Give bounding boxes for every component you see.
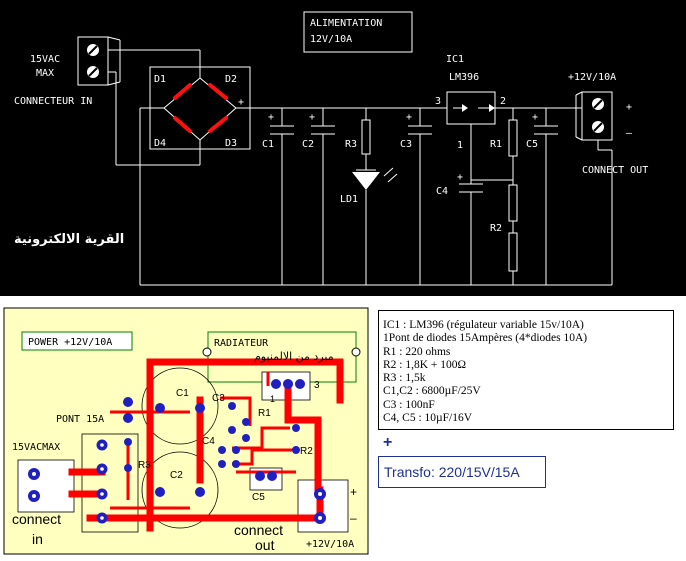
watermark-arabic: القرية الالكترونية [14, 232, 124, 247]
pcb-connect-in-2: in [32, 531, 43, 547]
diode-d4 [173, 116, 192, 133]
ic-name: IC1 [446, 54, 464, 65]
pcb-c4-label: C4 [202, 436, 215, 447]
pcb-output-label: +12V/10A [306, 539, 354, 550]
cap-plus-c2: + [309, 112, 315, 123]
cap-plus-c4: + [457, 172, 463, 183]
led-diode [352, 172, 380, 190]
pcb-out-plus: + [350, 485, 357, 499]
pcb-radiator-label: RADIATEUR [214, 338, 269, 349]
bridge-outline [81, 433, 139, 533]
c2-label: C2 [302, 139, 314, 150]
pcb-out-minus: – [350, 511, 357, 525]
output-plus: + [626, 102, 632, 113]
pcb-input-label: 15VACMAX [12, 442, 60, 453]
pcb-bridge-label: PONT 15A [56, 414, 104, 425]
input-connector [77, 36, 109, 86]
pin2-label: 2 [500, 96, 506, 107]
connect-out-label: CONNECT OUT [582, 165, 648, 176]
title-line-2: 12V/10A [310, 34, 352, 45]
c4-label: C4 [436, 186, 448, 197]
output-voltage-label: +12V/10A [568, 72, 616, 83]
d2-label: D2 [225, 74, 237, 85]
parts-list-line: R3 : 1,5k [383, 372, 426, 385]
input-max-label: MAX [36, 68, 54, 79]
connector-in-label: CONNECTEUR IN [14, 96, 92, 107]
schematic-diagram: ALIMENTATION 12V/10A 15VAC MAX CONNECTEU… [0, 0, 686, 296]
pcb-layout: POWER +12V/10A RADIATEUR مبرد من الالمني… [3, 307, 369, 555]
pcb-connect-in-1: connect [12, 511, 61, 527]
bridge-plus: + [238, 97, 244, 108]
r3-label: R3 [345, 139, 357, 150]
diode-d1 [173, 83, 192, 100]
radiator-hole-left [202, 347, 212, 357]
pcb-r2-label: R2 [300, 446, 313, 457]
parts-list-line: R2 : 1,8K + 100Ω [383, 358, 467, 371]
pcb-pin1-label: 1 [270, 394, 275, 404]
parts-list-line: 1Pont de diodes 15Ampères (4*diodes 10A) [383, 332, 588, 345]
power-label-box [21, 331, 133, 351]
parts-list-line: C3 : 100nF [383, 398, 435, 411]
output-minus: – [626, 128, 633, 139]
led-label: LD1 [340, 194, 358, 205]
input-connector-outline [17, 459, 75, 513]
d4-label: D4 [154, 138, 166, 149]
output-connector [581, 91, 613, 141]
pcb-c1-label: C1 [176, 388, 189, 399]
d1-label: D1 [154, 74, 166, 85]
input-voltage-label: 15VAC [30, 54, 60, 65]
d3-label: D3 [225, 138, 237, 149]
parts-list-line: C1,C2 : 6800µF/25V [383, 385, 481, 398]
c3-label: C3 [400, 139, 412, 150]
pcb-connect-out-2: out [255, 537, 275, 553]
c1-label: C1 [262, 139, 274, 150]
cap-plus-c5: + [532, 112, 538, 123]
pin1-label: 1 [457, 140, 463, 151]
parts-list: IC1 : LM396 (régulateur variable 15v/10A… [378, 310, 674, 430]
pcb-c5-label: C5 [252, 492, 265, 503]
pcb-connect-out-1: connect [234, 522, 283, 538]
pcb-pin3-label: 3 [314, 380, 320, 391]
diode-d2 [208, 83, 228, 100]
pcb-radiator-arabic: مبرد من الالمنيوم [254, 350, 334, 363]
parts-list-line: IC1 : LM396 (régulateur variable 15v/10A… [383, 319, 584, 331]
title-line-1: ALIMENTATION [310, 18, 382, 29]
transformer-label: Transfo: 220/15V/15A [378, 456, 546, 488]
pcb-power-label: POWER +12V/10A [28, 337, 112, 348]
title-box [303, 11, 413, 53]
c2-outline [141, 451, 219, 529]
pcb-r3-label: R3 [138, 460, 151, 471]
pcb-r1-label: R1 [258, 408, 271, 419]
cap-plus-c1: + [268, 112, 274, 123]
diode-d3 [208, 116, 228, 133]
radiator-hole-right [351, 347, 361, 357]
pin3-label: 3 [435, 96, 441, 107]
c5-label: C5 [526, 139, 538, 150]
plus-sign: + [383, 434, 393, 451]
pcb-c2-label: C2 [170, 470, 183, 481]
cap-plus-c3: + [406, 112, 412, 123]
r2-label: R2 [490, 223, 502, 234]
parts-list-line: C4, C5 : 10µF/16V [383, 412, 473, 425]
parts-list-line: R1 : 220 ohms [383, 345, 451, 358]
ic-model: LM396 [449, 72, 479, 83]
pcb-c3-label: C3 [212, 393, 225, 404]
r1-label: R1 [490, 139, 502, 150]
c1-outline [141, 367, 219, 445]
